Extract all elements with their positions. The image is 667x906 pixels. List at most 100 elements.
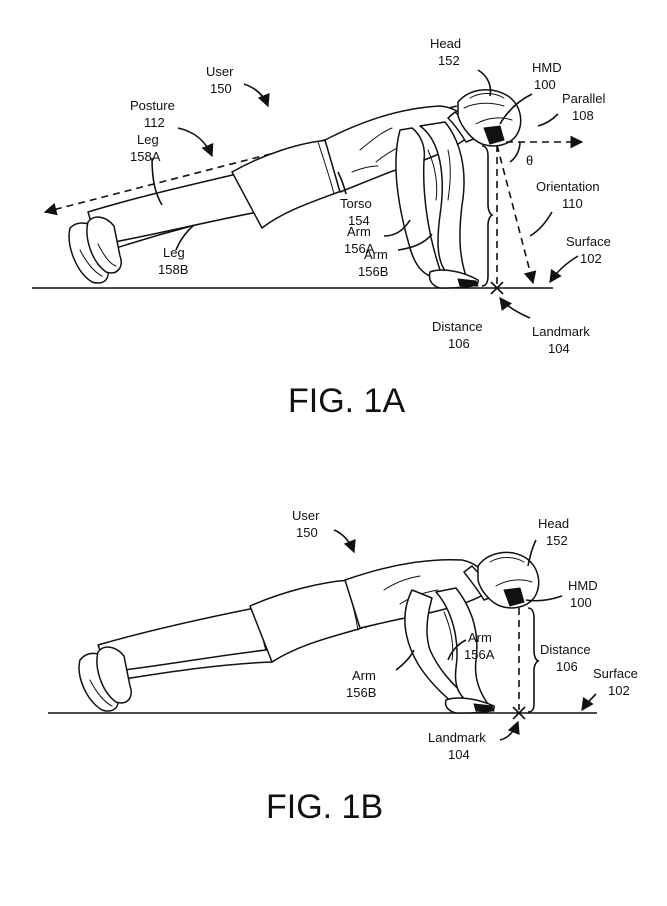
- caption-fig-1b: FIG. 1B: [266, 788, 383, 826]
- label-torso: Torso 154: [340, 196, 372, 228]
- svg-text:106: 106: [448, 336, 470, 351]
- figure-1a: θ Head 152 HMD 100 Parallel 108 User 150: [32, 36, 611, 420]
- label-user-b: User 150: [292, 508, 320, 540]
- svg-text:104: 104: [448, 747, 470, 762]
- label-surface-a: Surface 102: [566, 234, 611, 266]
- svg-text:100: 100: [570, 595, 592, 610]
- svg-text:Arm: Arm: [364, 247, 388, 262]
- svg-text:152: 152: [438, 53, 460, 68]
- svg-text:156A: 156A: [344, 241, 375, 256]
- label-head-a: Head 152: [430, 36, 461, 68]
- svg-text:156A: 156A: [464, 647, 495, 662]
- label-hmd-a: HMD 100: [532, 60, 562, 92]
- label-distance-b: Distance 106: [540, 642, 591, 674]
- parallel-leader: [537, 113, 559, 127]
- svg-text:Head: Head: [538, 516, 569, 531]
- label-arm-b-b: Arm 156B: [346, 668, 376, 700]
- svg-text:100: 100: [534, 77, 556, 92]
- distance-bracket-a: [481, 145, 494, 287]
- hmd-leader-b: [525, 595, 563, 602]
- figure-1b: User 150 Head 152 HMD 100 Arm 156A Arm 1…: [48, 508, 638, 826]
- user-figure-a: [68, 89, 522, 289]
- svg-text:Arm: Arm: [347, 224, 371, 239]
- arm-a-leader-b: [447, 639, 467, 661]
- svg-text:102: 102: [608, 683, 630, 698]
- svg-text:108: 108: [572, 108, 594, 123]
- label-distance-a: Distance 106: [432, 319, 483, 351]
- svg-text:110: 110: [562, 196, 583, 211]
- svg-text:Landmark: Landmark: [428, 730, 486, 745]
- posture-leader: [177, 127, 214, 158]
- label-surface-b: Surface 102: [593, 666, 638, 698]
- svg-text:User: User: [206, 64, 234, 79]
- label-landmark-b: Landmark 104: [428, 730, 486, 762]
- svg-text:Head: Head: [430, 36, 461, 51]
- svg-text:HMD: HMD: [532, 60, 562, 75]
- arm-b-leader-b: [395, 649, 415, 671]
- svg-text:152: 152: [546, 533, 568, 548]
- landmark-marker-b: [512, 706, 526, 720]
- svg-text:Arm: Arm: [468, 630, 492, 645]
- label-arm-b-a: Arm 156B: [358, 247, 388, 279]
- svg-text:150: 150: [296, 525, 318, 540]
- svg-text:Distance: Distance: [432, 319, 483, 334]
- svg-text:158B: 158B: [158, 262, 188, 277]
- svg-text:106: 106: [556, 659, 578, 674]
- surface-leader-b: [581, 693, 597, 712]
- label-posture: Posture 112: [130, 98, 175, 130]
- label-orientation: Orientation 110: [536, 179, 600, 211]
- label-leg-a: Leg 158A: [130, 132, 161, 164]
- svg-text:102: 102: [580, 251, 602, 266]
- svg-text:User: User: [292, 508, 320, 523]
- svg-text:112: 112: [144, 115, 165, 130]
- orientation-leader: [529, 211, 553, 237]
- svg-text:150: 150: [210, 81, 232, 96]
- leg-b-leader: [175, 224, 195, 251]
- label-landmark-a: Landmark 104: [532, 324, 590, 356]
- distance-bracket-b: [527, 607, 540, 713]
- svg-text:Leg: Leg: [137, 132, 159, 147]
- svg-text:156B: 156B: [358, 264, 388, 279]
- svg-text:154: 154: [348, 213, 370, 228]
- label-leg-b: Leg 158B: [158, 245, 188, 277]
- svg-text:Surface: Surface: [566, 234, 611, 249]
- theta-arc: [509, 141, 521, 163]
- svg-text:Leg: Leg: [163, 245, 185, 260]
- svg-text:Parallel: Parallel: [562, 91, 605, 106]
- svg-text:156B: 156B: [346, 685, 376, 700]
- label-arm-a-b: Arm 156A: [464, 630, 495, 662]
- label-arm-a-a: Arm 156A: [344, 224, 375, 256]
- svg-text:Orientation: Orientation: [536, 179, 600, 194]
- leg-a-leader: [151, 157, 163, 206]
- hmd-leader-a: [499, 93, 533, 125]
- head-leader-b: [527, 539, 537, 567]
- label-head-b: Head 152: [538, 516, 569, 548]
- caption-fig-1a: FIG. 1A: [288, 382, 405, 420]
- label-user-a: User 150: [206, 64, 234, 96]
- label-parallel: Parallel 108: [562, 91, 605, 123]
- svg-text:158A: 158A: [130, 149, 161, 164]
- svg-text:Posture: Posture: [130, 98, 175, 113]
- svg-text:HMD: HMD: [568, 578, 598, 593]
- user-leader-b: [333, 529, 356, 554]
- arm-b-leader: [397, 233, 433, 251]
- landmark-leader-b: [499, 720, 520, 741]
- svg-text:104: 104: [548, 341, 570, 356]
- arm-a-leader: [383, 219, 411, 237]
- landmark-leader-a: [499, 296, 531, 319]
- label-hmd-b: HMD 100: [568, 578, 598, 610]
- svg-text:Landmark: Landmark: [532, 324, 590, 339]
- svg-text:Surface: Surface: [593, 666, 638, 681]
- surface-leader-a: [549, 255, 579, 284]
- user-figure-b: [78, 551, 540, 714]
- torso-leader: [337, 171, 347, 195]
- user-leader-a: [243, 83, 270, 108]
- svg-text:Torso: Torso: [340, 196, 372, 211]
- svg-text:Arm: Arm: [352, 668, 376, 683]
- theta-symbol: θ: [526, 153, 533, 168]
- landmark-marker-a: [490, 281, 504, 295]
- svg-text:Distance: Distance: [540, 642, 591, 657]
- head-leader-a: [477, 69, 492, 97]
